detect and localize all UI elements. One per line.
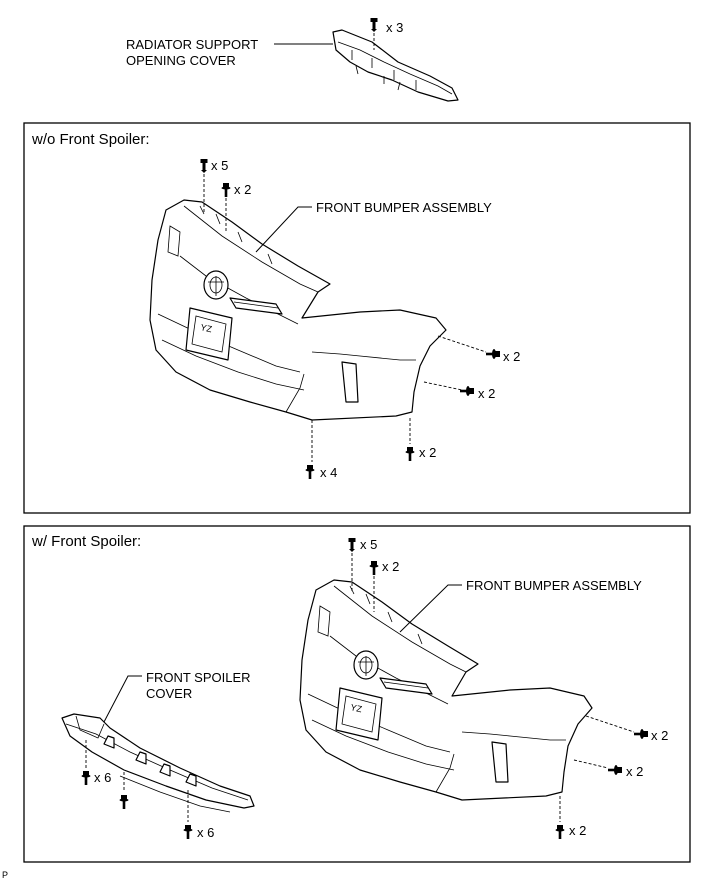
front-spoiler-cover [61, 713, 255, 813]
p2-bumper-label: FRONT BUMPER ASSEMBLY [466, 578, 642, 593]
p2-side-screws-lower-count: x 2 [626, 764, 643, 779]
p2-bottom-screws-right-count: x 2 [569, 823, 586, 838]
p1-side-screws-upper-count: x 2 [503, 349, 520, 364]
p1-side-screws-lower-count: x 2 [478, 386, 495, 401]
p2-spoiler-screws-bottom [183, 790, 193, 839]
svg-text:YZ: YZ [200, 322, 214, 334]
panel-with-spoiler-title: w/ Front Spoiler: [31, 533, 141, 550]
p2-top-clips [348, 538, 356, 592]
p1-bottom-screws-right-count: x 2 [419, 445, 436, 460]
p2-top-screws [369, 561, 379, 612]
spoiler-label-line1: FRONT SPOILER [146, 670, 251, 685]
p2-bottom-screws-right [555, 796, 565, 839]
p1-bumper-leader [255, 206, 312, 253]
p1-side-screws-lower [423, 381, 474, 396]
p1-bumper-label: FRONT BUMPER ASSEMBLY [316, 200, 492, 215]
p2-side-screws-lower [573, 759, 622, 775]
figure-code: P [2, 870, 8, 880]
spoiler-label-line2: COVER [146, 686, 192, 701]
p1-top-screws [221, 183, 231, 232]
radiator-cover-label-line1: RADIATOR SUPPORT [126, 37, 258, 52]
p2-top-clips-count: x 5 [360, 537, 377, 552]
radiator-cover-clip [370, 18, 378, 50]
panel-without-spoiler-title: w/o Front Spoiler: [31, 131, 150, 148]
p2-top-screws-count: x 2 [382, 559, 399, 574]
front-bumper-assembly-2: YZ [299, 579, 593, 801]
svg-text:YZ: YZ [350, 702, 364, 714]
p2-spoiler-screws-left [81, 740, 129, 809]
radiator-support-opening-cover [332, 29, 459, 102]
front-bumper-assembly: YZ [149, 199, 447, 421]
panel-without-spoiler [23, 122, 691, 514]
p1-top-clips-count: x 5 [211, 158, 228, 173]
p2-side-screws-upper-count: x 2 [651, 728, 668, 743]
spoiler-leader [103, 675, 142, 723]
p2-side-screws-upper [585, 715, 648, 739]
panel-with-spoiler [23, 525, 691, 863]
p1-bottom-screws-right [405, 418, 415, 461]
p2-spoiler-screws-bottom-count: x 6 [197, 825, 214, 840]
radiator-cover-clip-count: x 3 [386, 20, 403, 35]
p2-bumper-leader [399, 584, 462, 633]
p1-bottom-screws-center [305, 420, 315, 479]
p1-side-screws-upper [437, 335, 500, 359]
p1-top-screws-count: x 2 [234, 182, 251, 197]
p1-bottom-screws-center-count: x 4 [320, 465, 337, 480]
p1-top-clips [200, 159, 208, 212]
radiator-cover-label-line2: OPENING COVER [126, 53, 236, 68]
p2-spoiler-screws-left-count: x 6 [94, 770, 111, 785]
